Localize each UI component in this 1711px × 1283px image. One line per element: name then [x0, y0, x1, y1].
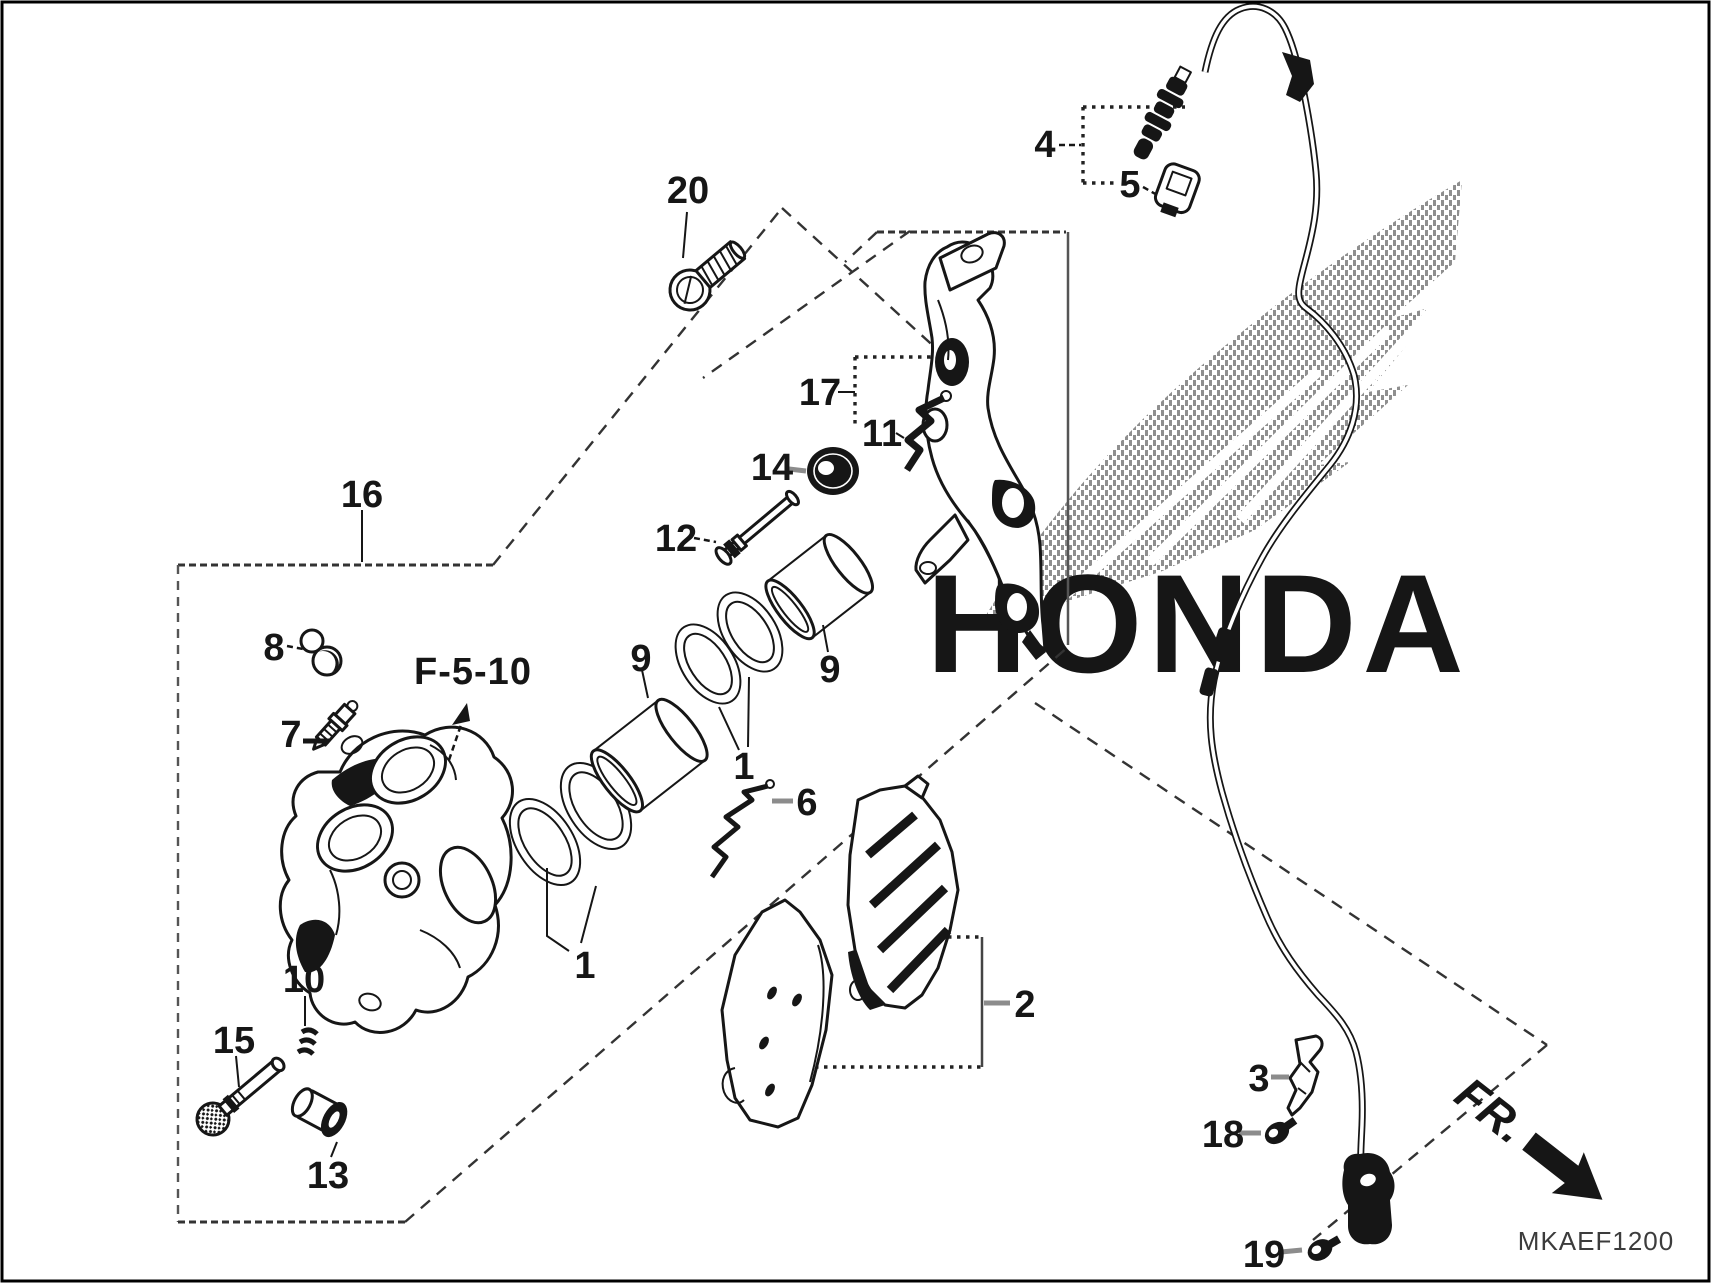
part-label-7: 7 — [280, 714, 301, 756]
part-label-9-right: 9 — [819, 649, 840, 691]
caliper-piston-left — [589, 697, 709, 814]
part-labels: 20 4 5 16 17 11 14 12 9 9 1 1 6 2 8 7 10… — [213, 124, 1285, 1276]
part-label-17: 17 — [799, 372, 841, 414]
part-label-9-left: 9 — [630, 638, 651, 680]
part-label-4: 4 — [1034, 124, 1055, 166]
caliper-piston-right — [764, 533, 874, 641]
part-label-14: 14 — [751, 447, 793, 489]
part-label-3: 3 — [1248, 1058, 1269, 1100]
brake-caliper-body — [278, 725, 514, 1034]
reference-label: F-5-10 — [414, 651, 532, 693]
leader-lines — [235, 143, 1303, 1255]
reference-arrowhead — [452, 703, 470, 725]
mount-bolt — [668, 240, 747, 312]
bleed-screw — [312, 700, 359, 751]
part-label-8: 8 — [263, 627, 284, 669]
wire-mid-fittings — [1199, 627, 1234, 697]
part-label-13: 13 — [307, 1155, 349, 1197]
pad-spring — [709, 779, 775, 879]
part-label-5: 5 — [1119, 164, 1140, 206]
part-label-18: 18 — [1202, 1114, 1244, 1156]
wheel-sensor-end — [1342, 1152, 1395, 1245]
caliper-bracket — [914, 231, 1047, 660]
part-label-2: 2 — [1014, 984, 1035, 1026]
sensor-ribbed-boot — [1133, 65, 1192, 160]
piston-seal-set — [508, 591, 784, 887]
clamp-screw-lower — [1307, 1235, 1342, 1261]
pivot-cap — [299, 628, 343, 677]
construction-lines — [176, 105, 1548, 1241]
pin-plug-cap — [807, 447, 859, 495]
wire-grommet-clip — [1282, 52, 1314, 102]
part-label-1-lower: 1 — [574, 945, 595, 987]
fr-arrow-icon — [1522, 1132, 1603, 1200]
pad-retainer-clip — [904, 390, 952, 472]
honda-wing-mark — [982, 180, 1462, 622]
part-label-20: 20 — [667, 170, 709, 212]
retainer-spring — [296, 1027, 319, 1056]
caliper-pin-bolt — [195, 1056, 286, 1137]
brake-pad-inner — [720, 898, 834, 1129]
diagram-code: MKAEF1200 — [1518, 1226, 1674, 1256]
part-label-19: 19 — [1243, 1234, 1285, 1276]
sensor-connector — [1153, 162, 1201, 218]
pad-pin — [714, 489, 800, 566]
pin-boot — [290, 1087, 348, 1138]
part-label-12: 12 — [655, 518, 697, 560]
part-label-6: 6 — [796, 782, 817, 824]
abs-sensor-wire — [1199, 2, 1395, 1245]
caliper-pivot-bore — [383, 861, 421, 899]
brake-pad-outer — [846, 774, 960, 1010]
clamp-screw-upper — [1264, 1117, 1298, 1145]
part-label-16: 16 — [341, 474, 383, 516]
fr-label: FR. — [1446, 1067, 1536, 1154]
part-label-11: 11 — [862, 413, 902, 455]
part-label-10: 10 — [283, 959, 325, 1001]
wire-clamp — [1286, 1034, 1324, 1117]
part-label-15: 15 — [213, 1020, 255, 1062]
part-label-1-upper: 1 — [733, 746, 754, 788]
fr-direction-arrow: FR. — [1446, 1067, 1603, 1200]
